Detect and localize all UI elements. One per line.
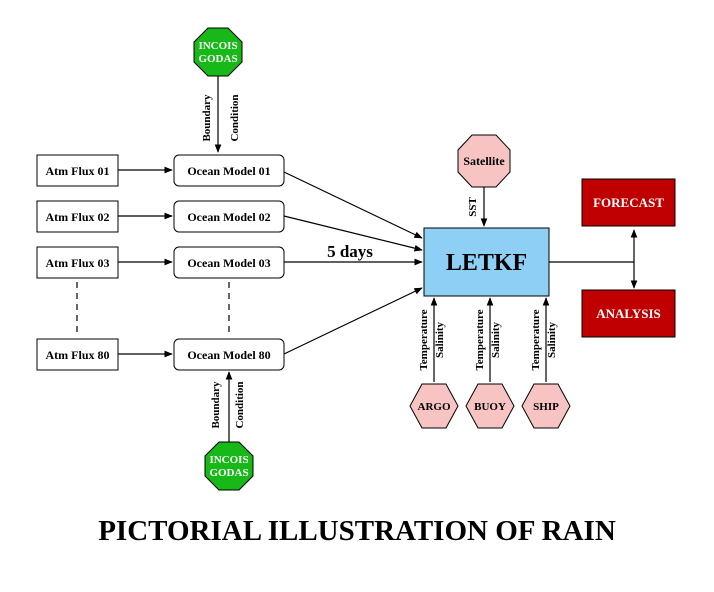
- model-arrow-80: [283, 287, 423, 355]
- atm-flux-02: Atm Flux 02: [36, 200, 119, 233]
- atm-flux-80: Atm Flux 80: [36, 338, 119, 371]
- satellite-octagon: [457, 134, 511, 188]
- incois-godas-top: INCOIS GODAS: [193, 27, 243, 77]
- buoy-var2: Salinity: [490, 321, 502, 358]
- forecast-box: [581, 178, 676, 227]
- godas-bottom-line2: GODAS: [209, 467, 248, 479]
- page-title: PICTORIAL ILLUSTRATION OF RAIN: [98, 515, 616, 547]
- ocean-model-label: Ocean Model 02: [187, 210, 270, 224]
- buoy-var1: Temperature: [474, 309, 486, 370]
- ship-node: SHIP: [521, 383, 571, 429]
- argo-label: ARGO: [418, 401, 451, 413]
- sst-label: SST: [467, 197, 479, 217]
- atm-flux-label: Atm Flux 80: [46, 348, 110, 362]
- godas-top-line1: INCOIS: [198, 40, 237, 52]
- ocean-model-01: Ocean Model 01: [173, 154, 285, 187]
- buoy-label: BUOY: [474, 401, 506, 413]
- atm-flux-01: Atm Flux 01: [36, 154, 119, 187]
- satellite-label: Satellite: [463, 154, 505, 168]
- boundary-label-bottom: Boundary: [210, 381, 222, 429]
- godas-top-line2: GODAS: [198, 53, 237, 65]
- incois-godas-bottom: INCOIS GODAS: [204, 441, 254, 491]
- ship-var1: Temperature: [530, 309, 542, 370]
- interval-label: 5 days: [327, 242, 373, 261]
- godas-octagon-bottom: [204, 441, 254, 491]
- analysis-box: [581, 289, 676, 338]
- analysis-label: ANALYSIS: [596, 306, 661, 321]
- model-arrow-01: [283, 171, 423, 239]
- ocean-model-label: Ocean Model 01: [187, 164, 270, 178]
- ship-var2: Salinity: [546, 321, 558, 358]
- atm-flux-box: [36, 200, 119, 233]
- argo-var1: Temperature: [418, 309, 430, 370]
- forecast-label: FORECAST: [593, 195, 664, 210]
- condition-label-top: Condition: [229, 94, 241, 141]
- satellite-node: Satellite: [457, 134, 511, 188]
- letkf-label: LETKF: [446, 250, 527, 276]
- ship-label: SHIP: [533, 401, 559, 413]
- atm-flux-label: Atm Flux 01: [46, 164, 110, 178]
- boundary-label-top: Boundary: [201, 94, 213, 142]
- letkf-node: LETKF: [423, 227, 550, 297]
- ship-hexagon: [521, 383, 571, 429]
- ocean-model-label: Ocean Model 80: [187, 348, 270, 362]
- argo-node: ARGO: [409, 383, 459, 429]
- model-arrow-02: [283, 215, 423, 252]
- ocean-model-80: Ocean Model 80: [173, 338, 285, 371]
- godas-bottom-line1: INCOIS: [209, 454, 248, 466]
- atm-flux-label: Atm Flux 03: [46, 256, 110, 270]
- condition-label-bottom: Condition: [234, 381, 246, 428]
- ocean-model-box: [173, 154, 285, 187]
- ocean-model-03: Ocean Model 03: [173, 246, 285, 279]
- argo-hexagon: [409, 383, 459, 429]
- atm-flux-box: [36, 246, 119, 279]
- buoy-hexagon: [465, 383, 515, 429]
- forecast-node: FORECAST: [581, 178, 676, 227]
- ocean-model-box: [173, 338, 285, 371]
- analysis-node: ANALYSIS: [581, 289, 676, 338]
- atm-flux-label: Atm Flux 02: [46, 210, 110, 224]
- godas-octagon-top: [193, 27, 243, 77]
- buoy-node: BUOY: [465, 383, 515, 429]
- atm-flux-03: Atm Flux 03: [36, 246, 119, 279]
- letkf-box: [423, 227, 550, 297]
- argo-var2: Salinity: [434, 321, 446, 358]
- ocean-model-02: Ocean Model 02: [173, 200, 285, 233]
- ocean-model-label: Ocean Model 03: [187, 256, 270, 270]
